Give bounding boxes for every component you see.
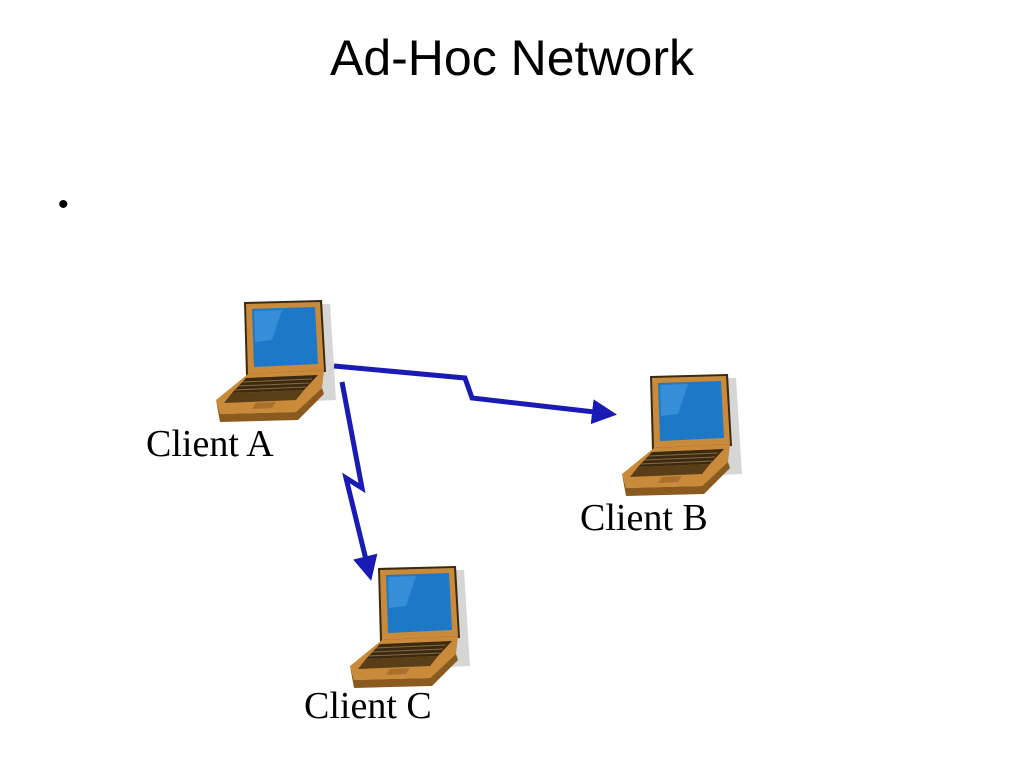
laptop-icon	[349, 565, 471, 689]
slide-title: Ad-Hoc Network	[330, 30, 694, 86]
wireless-link-a-b	[333, 363, 617, 425]
client-a-label: Client A	[146, 423, 274, 465]
client-a-node: Client A	[146, 299, 337, 465]
bullet-point: •	[58, 188, 69, 221]
client-b-node: Client B	[580, 373, 743, 539]
wireless-link-a-c	[339, 381, 378, 581]
client-c-label: Client C	[304, 685, 432, 727]
client-b-label: Client B	[580, 497, 708, 539]
client-c-node: Client C	[304, 565, 471, 727]
laptop-icon	[215, 299, 337, 423]
laptop-icon	[621, 373, 743, 497]
